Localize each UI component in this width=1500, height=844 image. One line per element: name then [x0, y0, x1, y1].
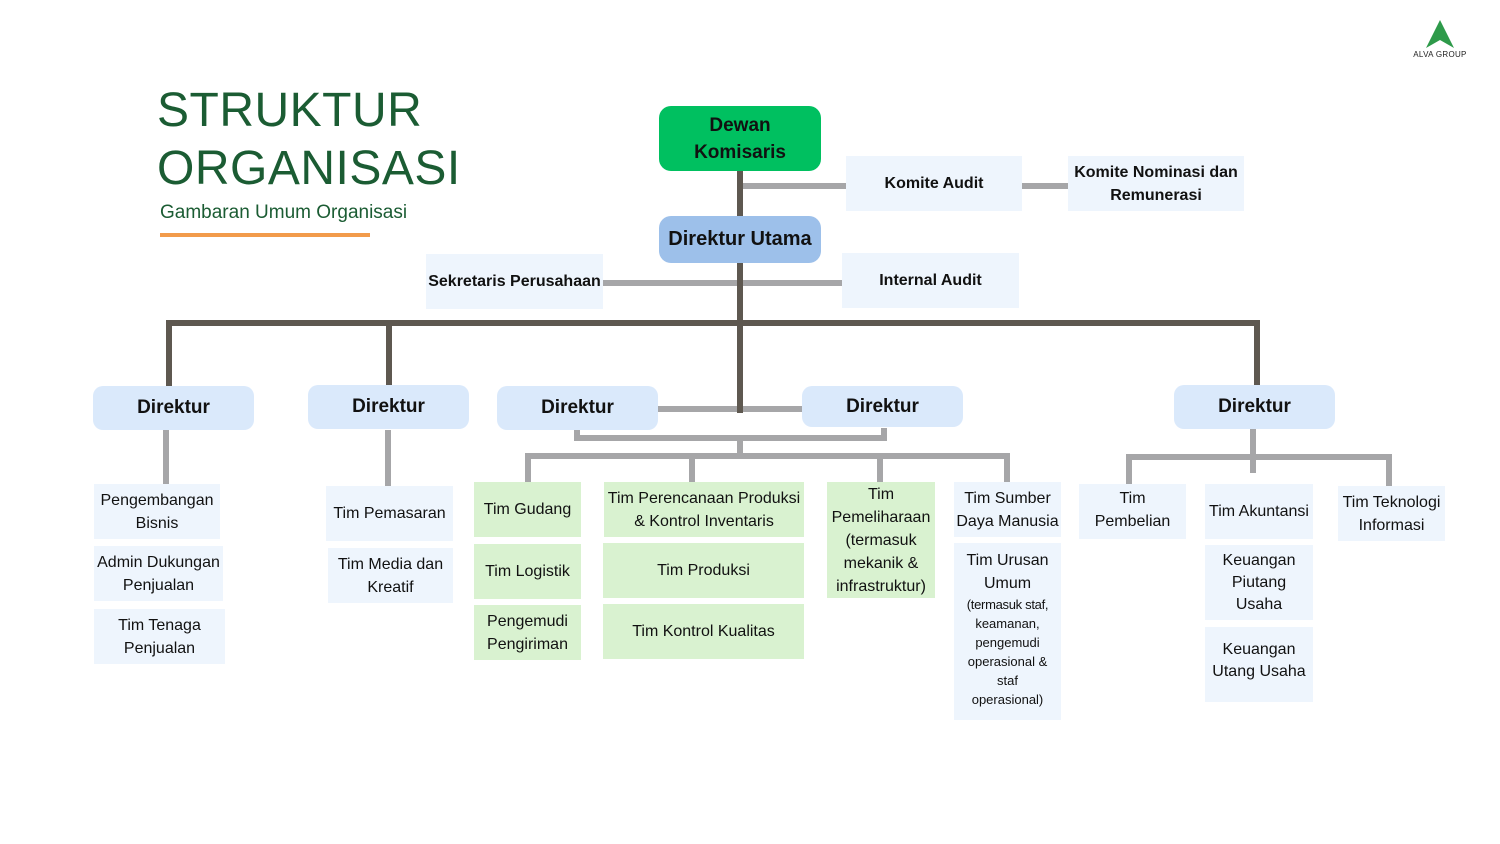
unit-detail: pengemudi [975, 635, 1040, 650]
unit-quality-control[interactable]: Tim Kontrol Kualitas [603, 604, 804, 659]
triangle-a-icon [1426, 20, 1454, 48]
unit-label: mekanik & [843, 554, 919, 572]
unit-human-resources[interactable]: Tim Sumber Daya Manusia [954, 482, 1061, 537]
unit-label: Pengiriman [487, 635, 568, 653]
unit-label: Daya Manusia [956, 512, 1059, 530]
unit-label: Umum [983, 575, 1032, 592]
unit-label: Tim Pemasaran [333, 505, 446, 522]
unit-logistics[interactable]: Tim Logistik [474, 544, 581, 599]
unit-label: Admin Dukungan [97, 553, 220, 571]
unit-label: Keuangan [1222, 551, 1296, 569]
page-title: STRUKTUR ORGANISASI [157, 82, 461, 198]
unit-label: Penjualan [122, 576, 195, 594]
corporate-secretary[interactable]: Sekretaris Perusahaan [426, 254, 603, 309]
unit-label: Tim Akuntansi [1209, 503, 1309, 520]
unit-accounting[interactable]: Tim Akuntansi [1205, 484, 1313, 539]
director-5-label: Direktur [1218, 396, 1291, 417]
director-3-label: Direktur [541, 397, 614, 418]
unit-label: Tim [1119, 490, 1146, 507]
unit-warehouse[interactable]: Tim Gudang [474, 482, 581, 537]
unit-accounts-receivable[interactable]: Keuangan Piutang Usaha [1205, 545, 1313, 620]
unit-label: Piutang [1231, 573, 1287, 591]
audit-committee-label: Komite Audit [884, 174, 984, 192]
board-label-2: Komisaris [694, 141, 786, 163]
unit-detail: staf [997, 673, 1018, 688]
unit-label: Tim [867, 485, 895, 503]
president-director[interactable]: Direktur Utama [659, 216, 821, 263]
unit-label: Keuangan [1222, 641, 1296, 658]
line-ops-bus [525, 453, 1010, 482]
director-1-label: Direktur [137, 397, 210, 418]
unit-purchasing[interactable]: Tim Pembelian [1079, 484, 1186, 539]
line-dir5-bus [1126, 454, 1392, 486]
line-main-bus [166, 320, 1260, 386]
title-line-1: STRUKTUR [157, 84, 423, 137]
unit-sales-support-admin[interactable]: Admin Dukungan Penjualan [94, 546, 223, 601]
unit-label: Tim Sumber [964, 489, 1051, 507]
unit-accounts-payable[interactable]: Keuangan Utang Usaha [1205, 627, 1313, 702]
audit-committee[interactable]: Komite Audit [846, 156, 1022, 211]
unit-label: Bisnis [135, 514, 179, 532]
unit-label: Usaha [1235, 595, 1283, 613]
unit-detail: (termasuk staf, [966, 597, 1049, 612]
unit-label: Informasi [1358, 516, 1425, 534]
director-5[interactable]: Direktur [1174, 385, 1335, 429]
unit-label: Tim Gudang [483, 501, 572, 518]
unit-business-development[interactable]: Pengembangan Bisnis [94, 484, 220, 539]
unit-label: infrastruktur) [836, 577, 926, 595]
logo-text: ALVA GROUP [1413, 50, 1467, 59]
line-dir3-dir4-join [574, 428, 887, 441]
corporate-secretary-label: Sekretaris Perusahaan [428, 272, 601, 290]
internal-audit-label: Internal Audit [879, 271, 982, 289]
unit-label: Pengemudi [487, 612, 568, 630]
unit-label: Pemeliharaan [831, 508, 931, 526]
unit-label: Tim Media dan [337, 555, 444, 573]
unit-detail: keamanan, [975, 616, 1040, 631]
unit-marketing[interactable]: Tim Pemasaran [326, 486, 453, 541]
unit-delivery-drivers[interactable]: Pengemudi Pengiriman [474, 605, 581, 660]
unit-ppic[interactable]: Tim Perencanaan Produksi & Kontrol Inven… [604, 482, 804, 537]
unit-detail: operasional & [967, 654, 1048, 669]
unit-label: Tim Produksi [657, 562, 750, 579]
unit-label: Kreatif [367, 578, 414, 596]
unit-label: Tim Urusan [966, 552, 1049, 569]
internal-audit[interactable]: Internal Audit [842, 253, 1019, 308]
nomination-committee[interactable]: Komite Nominasi dan Remunerasi [1068, 156, 1244, 211]
unit-label: Pembelian [1094, 513, 1171, 530]
president-director-label: Direktur Utama [668, 228, 812, 250]
board-label-1: Dewan [709, 114, 771, 136]
unit-label: Tim Kontrol Kualitas [632, 623, 775, 640]
unit-label: Tim Teknologi [1342, 493, 1441, 511]
logo: ALVA GROUP [1405, 18, 1475, 62]
unit-label: Penjualan [123, 639, 196, 657]
unit-media-creative[interactable]: Tim Media dan Kreatif [328, 548, 453, 603]
title-underline [160, 233, 370, 237]
director-4[interactable]: Direktur [802, 386, 963, 427]
director-2-label: Direktur [352, 396, 425, 417]
nomination-label-2: Remunerasi [1110, 186, 1202, 204]
unit-label: Tim Logistik [485, 563, 570, 580]
unit-label: Tim Perencanaan Produksi [607, 489, 801, 507]
unit-production[interactable]: Tim Produksi [603, 543, 804, 598]
unit-label: & Kontrol Inventaris [634, 512, 774, 530]
nomination-label-1: Komite Nominasi dan [1074, 163, 1238, 181]
board-of-commissioners[interactable]: Dewan Komisaris [659, 106, 821, 171]
unit-label: Tim Tenaga [118, 616, 201, 634]
director-3[interactable]: Direktur [497, 386, 658, 430]
unit-label: Utang Usaha [1212, 663, 1306, 680]
director-1[interactable]: Direktur [93, 386, 254, 430]
director-4-label: Direktur [846, 395, 919, 417]
unit-sales-force[interactable]: Tim Tenaga Penjualan [94, 609, 225, 664]
director-2[interactable]: Direktur [308, 385, 469, 429]
unit-maintenance[interactable]: Tim Pemeliharaan (termasuk mekanik & inf… [827, 482, 935, 598]
title-line-2: ORGANISASI [157, 142, 461, 195]
unit-detail: operasional) [971, 692, 1044, 707]
unit-label: Pengembangan [100, 491, 214, 509]
unit-general-affairs[interactable]: Tim Urusan Umum (termasuk staf, keamanan… [954, 543, 1061, 720]
page-subtitle: Gambaran Umum Organisasi [160, 202, 408, 223]
unit-label: (termasuk [845, 531, 917, 549]
unit-information-technology[interactable]: Tim Teknologi Informasi [1338, 486, 1445, 541]
